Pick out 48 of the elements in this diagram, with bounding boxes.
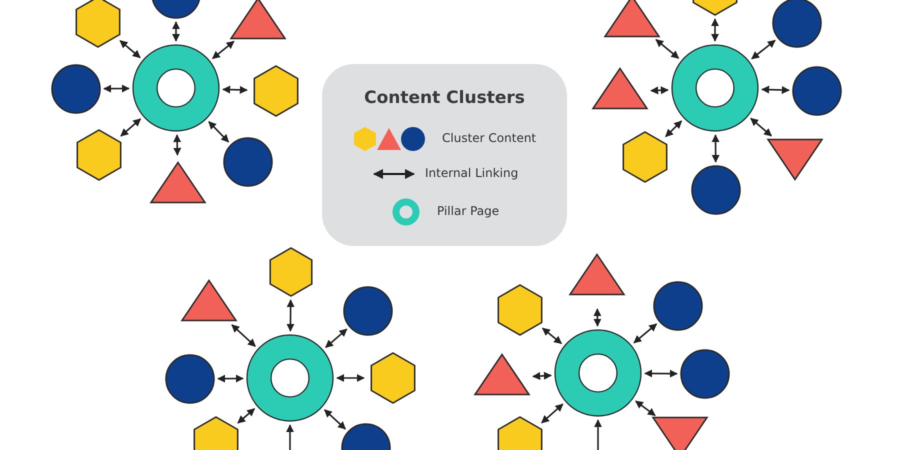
double-arrow	[541, 404, 564, 424]
double-arrow	[120, 40, 141, 58]
double-arrow	[761, 86, 790, 94]
double-arrow	[231, 324, 256, 347]
circle-node	[342, 285, 394, 337]
legend-label: Pillar Page	[437, 204, 500, 218]
double-arrow	[120, 118, 142, 137]
double-arrow	[750, 118, 772, 137]
circle-node	[50, 63, 102, 115]
double-arrow	[532, 372, 552, 380]
double-arrow	[324, 409, 346, 430]
circle-node	[791, 65, 843, 117]
double-arrow	[635, 400, 656, 416]
double-arrow	[173, 134, 182, 156]
circle-node	[652, 280, 704, 332]
double-arrow	[237, 408, 256, 424]
legend-label: Internal Linking	[425, 166, 518, 180]
circle-node	[164, 353, 216, 405]
double-arrow	[665, 120, 682, 138]
double-arrow	[286, 299, 295, 332]
double-arrow	[217, 374, 244, 383]
circle-node	[690, 164, 742, 216]
circle-node	[222, 136, 274, 188]
pillar-ring-node	[553, 328, 643, 418]
double-arrow	[751, 40, 776, 60]
double-arrow	[593, 308, 602, 327]
pillar-ring-node	[131, 43, 221, 133]
pillar-ring-node	[670, 43, 760, 133]
double-arrow	[650, 86, 669, 94]
double-arrow	[655, 38, 680, 59]
double-arrow	[336, 374, 365, 382]
double-arrow	[325, 328, 348, 348]
legend-title: Content Clusters	[363, 88, 526, 108]
double-arrow	[208, 121, 230, 142]
double-arrow	[212, 40, 235, 60]
double-arrow	[712, 134, 720, 163]
double-arrow	[542, 328, 562, 344]
arrow	[286, 424, 294, 450]
circle-node	[679, 348, 731, 400]
double-arrow	[633, 323, 658, 344]
double-arrow	[103, 84, 130, 93]
pillar-ring-node	[245, 333, 335, 423]
double-arrow	[172, 21, 180, 42]
double-arrow	[222, 86, 248, 94]
arrow	[594, 419, 602, 450]
double-arrow	[644, 369, 678, 378]
legend-label: Cluster Content	[442, 131, 536, 145]
double-arrow	[711, 18, 719, 42]
